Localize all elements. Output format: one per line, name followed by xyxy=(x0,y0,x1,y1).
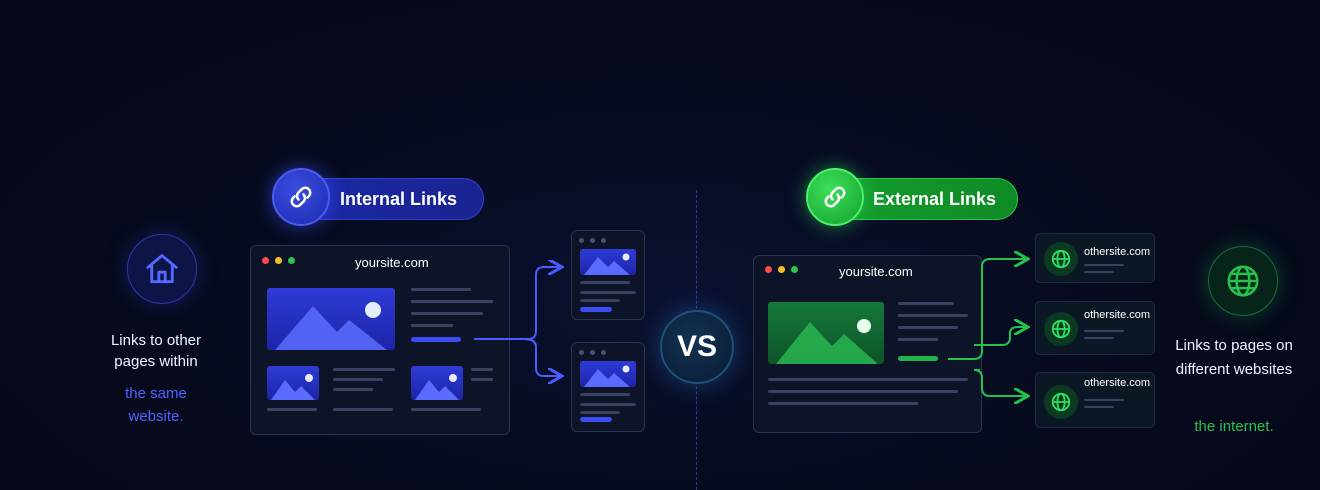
vs-badge: VS xyxy=(660,310,734,384)
home-icon xyxy=(146,254,178,284)
external-links-pill: External Links xyxy=(810,178,1018,220)
external-target-url: othersite.com xyxy=(1084,377,1151,389)
external-target-url: othersite.com xyxy=(1084,309,1151,321)
external-target-card: othersite.com xyxy=(1035,301,1155,355)
internal-link-badge xyxy=(272,168,330,226)
globe-circle xyxy=(1208,246,1278,316)
external-target-url: othersite.com xyxy=(1084,246,1151,258)
external-accent-text: the internet. xyxy=(1194,418,1274,435)
window-controls xyxy=(262,257,295,264)
internal-window-url: yoursite.com xyxy=(355,255,429,270)
internal-link-cta[interactable] xyxy=(411,337,461,342)
external-target-card: othersite.com xyxy=(1035,233,1155,283)
globe-icon xyxy=(1227,265,1259,297)
external-link-badge xyxy=(806,168,864,226)
hero-image xyxy=(768,302,884,364)
hero-image xyxy=(267,288,395,350)
home-circle xyxy=(127,234,197,304)
internal-main-window: yoursite.com xyxy=(250,245,510,435)
globe-icon xyxy=(1044,385,1078,419)
external-link-arrows xyxy=(948,245,1040,410)
external-links-label: External Links xyxy=(873,188,997,209)
external-window-url: yoursite.com xyxy=(839,264,913,279)
external-description: Links to pages on different websites xyxy=(1175,337,1293,378)
globe-icon xyxy=(1044,312,1078,346)
thumb-image xyxy=(411,366,463,400)
external-target-card: othersite.com xyxy=(1035,372,1155,428)
link-icon xyxy=(824,186,846,208)
thumb-image xyxy=(267,366,319,400)
internal-target-window xyxy=(571,342,645,432)
external-main-window: yoursite.com xyxy=(753,255,982,433)
globe-icon xyxy=(1044,242,1078,276)
window-controls xyxy=(765,266,798,273)
internal-description: Links to other pages within xyxy=(110,332,202,370)
internal-accent-text: the same website. xyxy=(125,385,187,425)
internal-link-arrows xyxy=(474,260,580,390)
external-link-cta[interactable] xyxy=(898,356,938,361)
internal-target-window xyxy=(571,230,645,320)
link-icon xyxy=(290,186,312,208)
internal-links-label: Internal Links xyxy=(340,188,458,209)
